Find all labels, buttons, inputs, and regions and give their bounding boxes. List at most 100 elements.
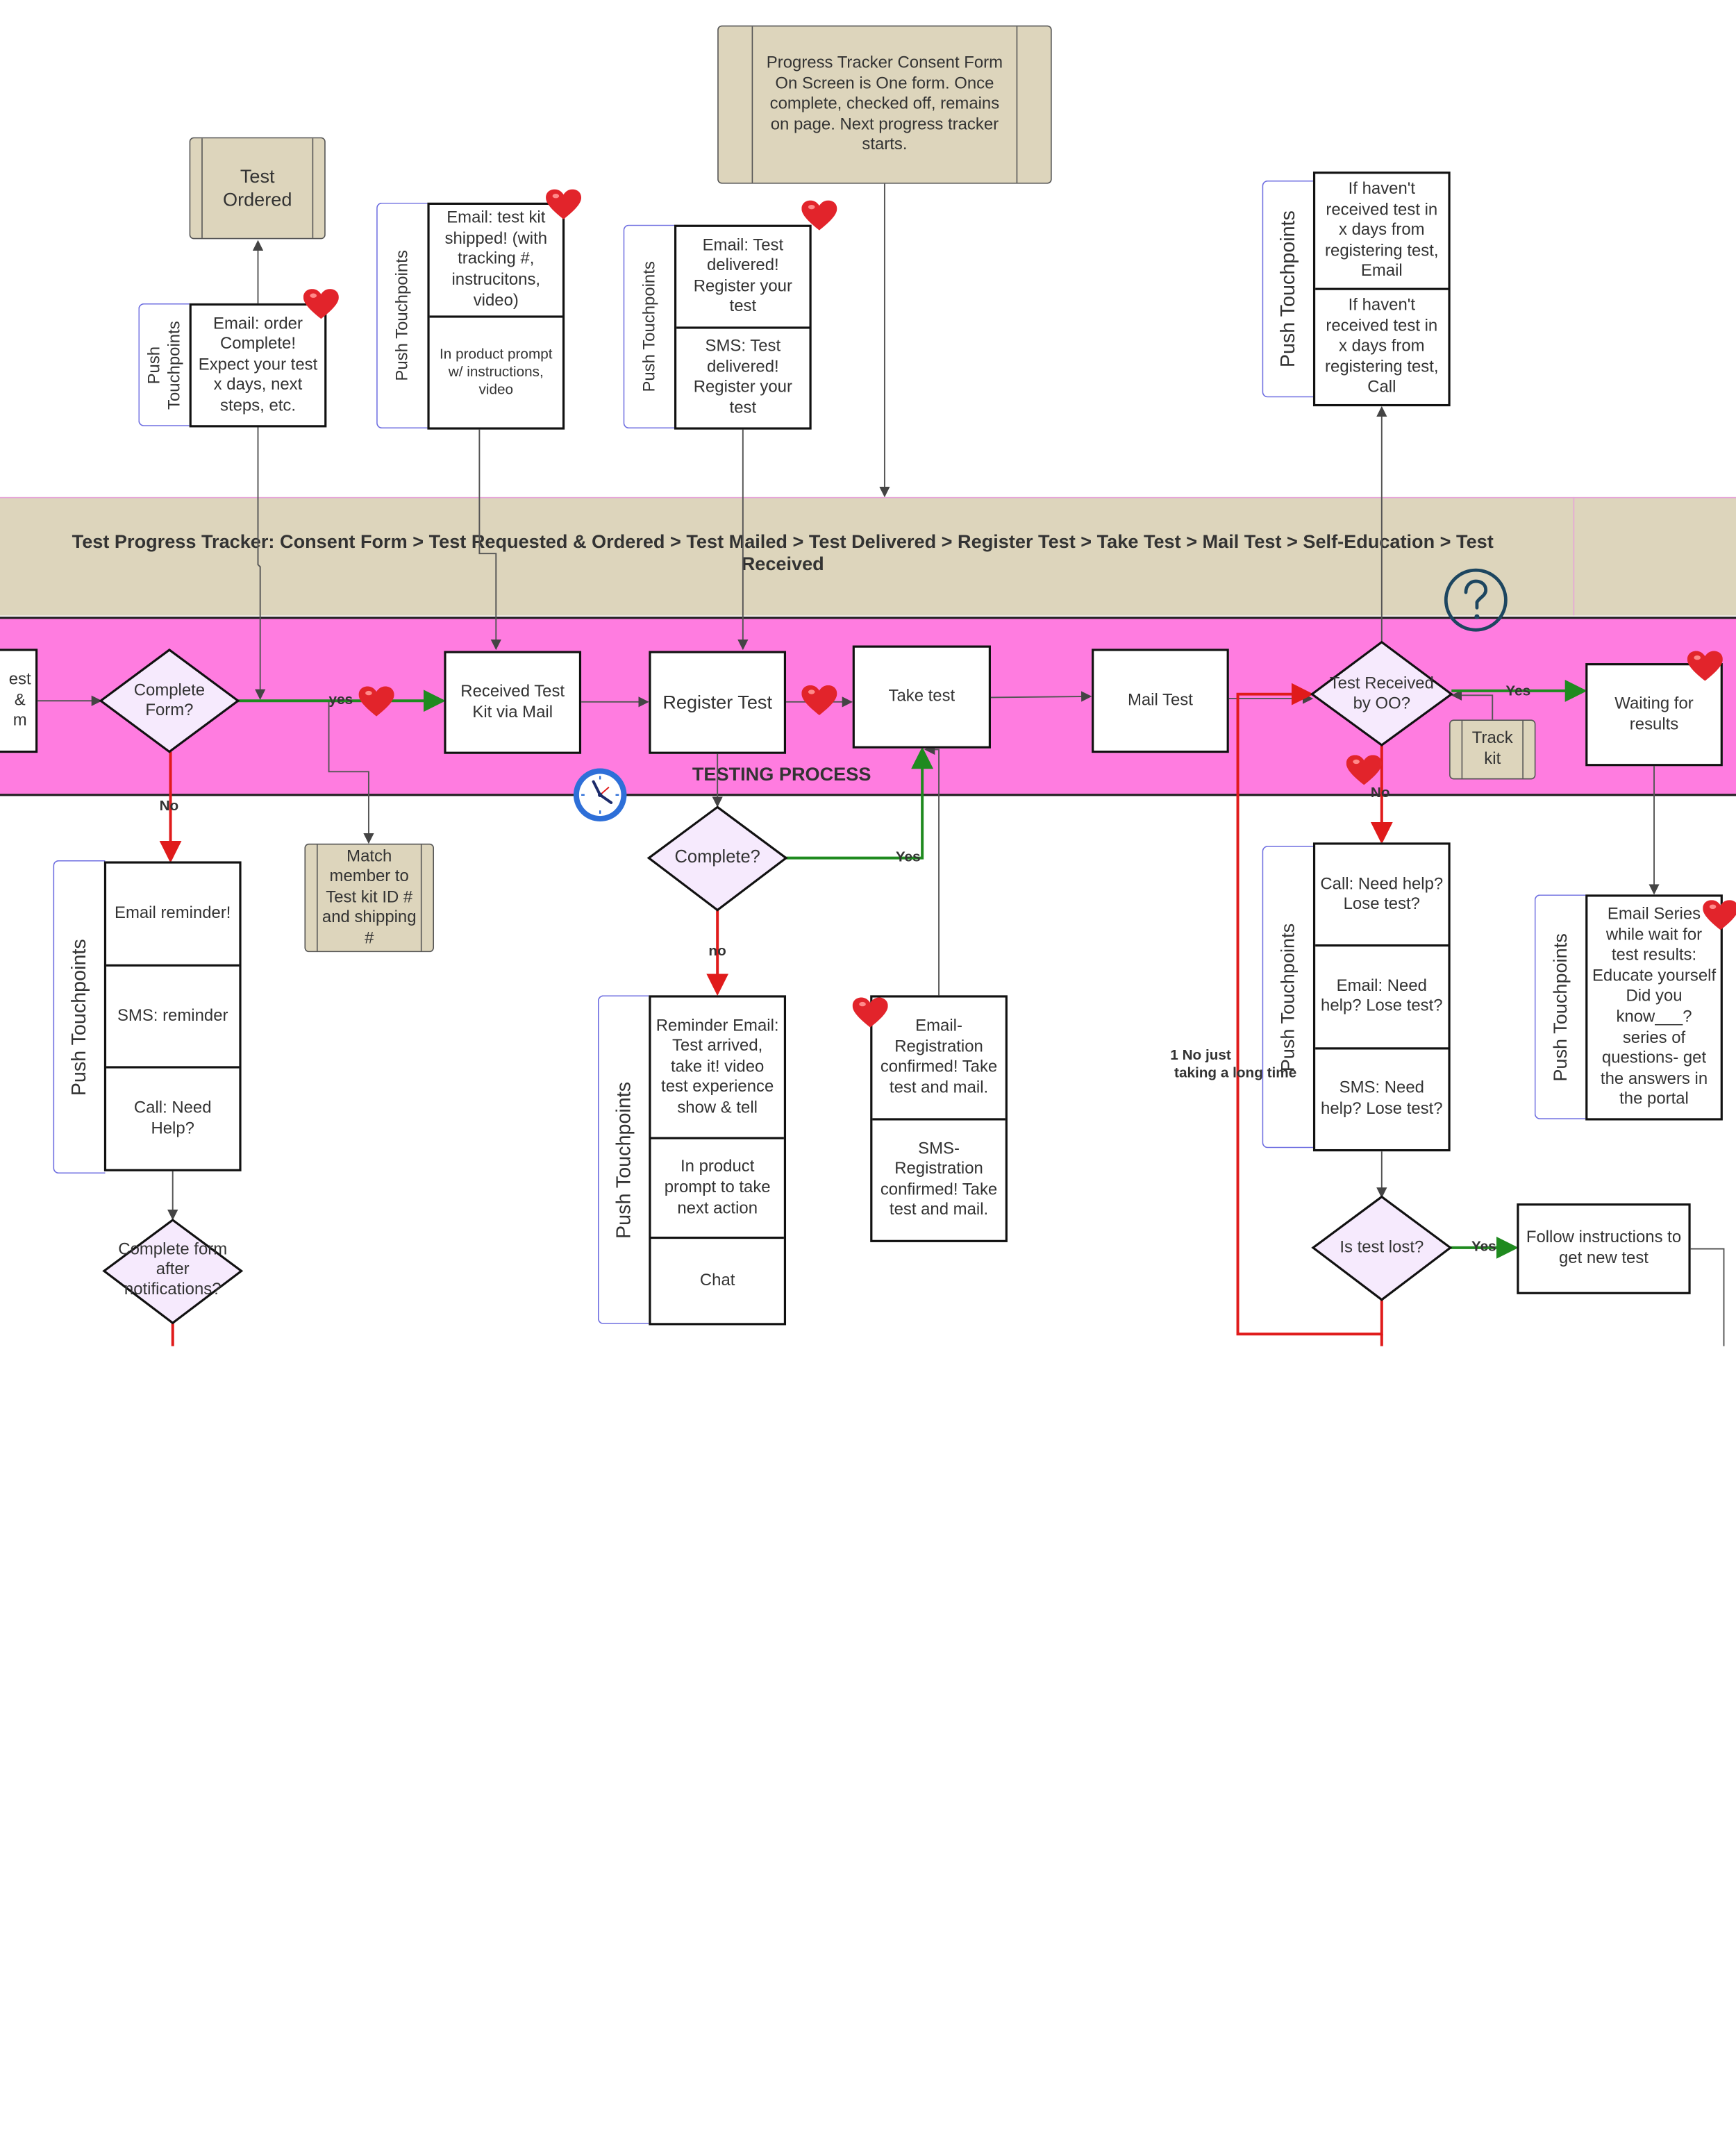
touchpoint-shipped-email: Email: test kit shipped! (with tracking … [444,208,548,310]
received-kit-text: Received Test Kit via Mail [460,682,565,721]
touchpoint-reminder-email: Email reminder! [114,903,231,923]
heart-icon [1703,900,1736,930]
heart-icon [801,685,837,715]
track-kit-text: Track kit [1471,728,1513,769]
heart-icon [1687,651,1723,681]
touchpoint-take-email: Reminder Email: Test arrived, take it! v… [656,1016,779,1117]
edge-label-yes-lower: yes [328,690,353,708]
diamond-complete-after [102,1219,244,1325]
touchpoint-delivered-sms: SMS: Test delivered! Register your test [676,326,810,428]
register-test-text: Register Test [662,692,773,713]
edge-follow-out [1690,1248,1725,1346]
touchpoint-lose-email: Email: Need help? Lose test? [1315,944,1449,1047]
diamond-complete [646,805,788,912]
touchpoint-not-received-email: If haven't received test in x days from … [1325,179,1439,281]
touchpoint-order-email: Email: order Complete! Expect your test … [198,314,318,415]
edge-label-yes-complete: Yes [895,848,921,865]
touchpoints-lose: Call: Need help? Lose test? Email: Need … [1312,842,1451,1152]
follow-instructions-text: Follow instructions to get new test [1526,1228,1682,1268]
tracker-note: Progress Tracker Consent Form On Screen … [717,25,1052,184]
touchpoints-not-received: If haven't received test in x days from … [1312,172,1451,407]
connectors [37,183,1725,1346]
test-ordered-text: Test Ordered [222,166,292,210]
edge-take-to-mail [990,691,1092,702]
touchpoint-reminder-call: Call: Need Help? [106,1066,240,1169]
edge-label-long-time: 1 No just taking a long time [1170,1046,1297,1081]
touchpoints-reminder: Email reminder! SMS: reminder Call: Need… [103,861,242,1171]
mail-test-text: Mail Test [1127,690,1193,710]
register-test-node: Register Test [649,651,787,754]
heart-icon [852,997,888,1028]
decision-shapes [99,640,1453,1325]
test-ordered-node: Test Ordered [189,137,326,240]
edge-yes-to-match [328,701,374,844]
waiting-node: Waiting for results [1585,663,1723,767]
question-circle-icon [1444,568,1508,632]
touchpoints-label-education-text: Push Touchpoints [1549,933,1571,1081]
touchpoints-shipped: Email: test kit shipped! (with tracking … [427,202,565,430]
touchpoint-registration-sms: SMS- Registration confirmed! Take test a… [872,1117,1005,1240]
touchpoint-shipped-prompt: In product prompt w/ instructions, video [429,315,562,428]
touchpoint-lose-call: Call: Need help? Lose test? [1320,874,1444,914]
heart-icon [801,200,837,231]
edge-order-down [255,427,266,700]
touchpoints-label-shipped: Push Touchpoints [376,202,429,429]
complete-form-text: Complete Form? [133,680,206,720]
heart-icon [303,289,339,319]
match-member-node: Match member to Test kit ID # and shippi… [304,843,435,953]
edge-label-yes-received: Yes [1505,682,1531,699]
touchpoint-lose-sms: SMS: Need help? Lose test? [1315,1046,1449,1149]
consent-partial-node: est & m [0,649,38,753]
diamond-complete-form [99,648,240,753]
touchpoint-take-chat: Chat [651,1237,784,1323]
received-kit-node: Received Test Kit via Mail [444,651,582,754]
touchpoint-reminder-sms: SMS: reminder [106,964,240,1067]
edge-long-time [1236,683,1383,1336]
touchpoints-label-reminder: Push Touchpoints [53,860,106,1174]
touchpoints-label-shipped-text: Push Touchpoints [393,250,412,381]
touchpoints-delivered: Email: Test delivered! Register your tes… [674,224,812,430]
tracker-note-text: Progress Tracker Consent Form On Screen … [766,53,1003,155]
touchpoint-not-received-call: If haven't received test in x days from … [1315,287,1449,404]
touchpoints-registration: Email- Registration confirmed! Take test… [870,995,1008,1242]
mail-test-node: Mail Test [1092,649,1229,753]
consent-partial-text: est & m [8,669,31,730]
heart-icon [358,686,394,717]
take-test-text: Take test [888,686,955,705]
edge-label-yes-lost: Yes [1471,1237,1496,1255]
touchpoints-label-delivered-text: Push Touchpoints [640,261,659,392]
touchpoints-label-not-received: Push Touchpoints [1262,180,1314,398]
tracker-bar-text: Test Progress Tracker: Consent Form > Te… [72,531,1494,576]
edge-label-no: No [159,796,179,814]
diamond-is-test-lost [1311,1195,1453,1301]
touchpoints-label-delivered: Push Touchpoints [623,224,676,429]
touchpoints-label-lose: Push Touchpoints [1262,846,1314,1148]
tracker-band-divider [1573,496,1575,616]
heart-icon [1346,755,1382,785]
diamond-test-received [1310,640,1453,747]
touchpoints-education: Email Series while wait for test results… [1585,894,1723,1121]
touchpoint-education-email: Email Series while wait for test results… [1592,904,1717,1109]
edge-shipped-down [478,429,501,651]
touchpoints-label-order: Push Touchpoints [138,303,191,426]
touchpoints-label-education: Push Touchpoints [1534,894,1587,1119]
take-test-node: Take test [852,645,991,749]
complete-text: Complete? [674,848,760,868]
follow-instructions-node: Follow instructions to get new test [1517,1203,1691,1294]
touchpoints-label-take-text: Push Touchpoints [612,1081,635,1239]
touchpoints-label-order-text: Push Touchpoints [144,320,184,410]
test-received-text: Test Received by OO? [1329,674,1434,713]
lane-title: TESTING PROCESS [692,764,871,785]
edge-complete-yes [786,746,934,860]
is-test-lost-text: Is test lost? [1339,1237,1424,1257]
touchpoint-delivered-email: Email: Test delivered! Register your tes… [693,235,792,316]
touchpoints-label-reminder-text: Push Touchpoints [67,938,90,1096]
match-member-text: Match member to Test kit ID # and shippi… [322,846,417,948]
touchpoints-order: Email: order Complete! Expect your test … [189,303,327,428]
edge-label-no-received: No [1370,783,1390,801]
touchpoints-take: Reminder Email: Test arrived, take it! v… [649,995,787,1326]
touchpoints-label-take: Push Touchpoints [597,995,650,1324]
edge-track-kit [1451,690,1494,720]
heart-icon [546,189,582,219]
